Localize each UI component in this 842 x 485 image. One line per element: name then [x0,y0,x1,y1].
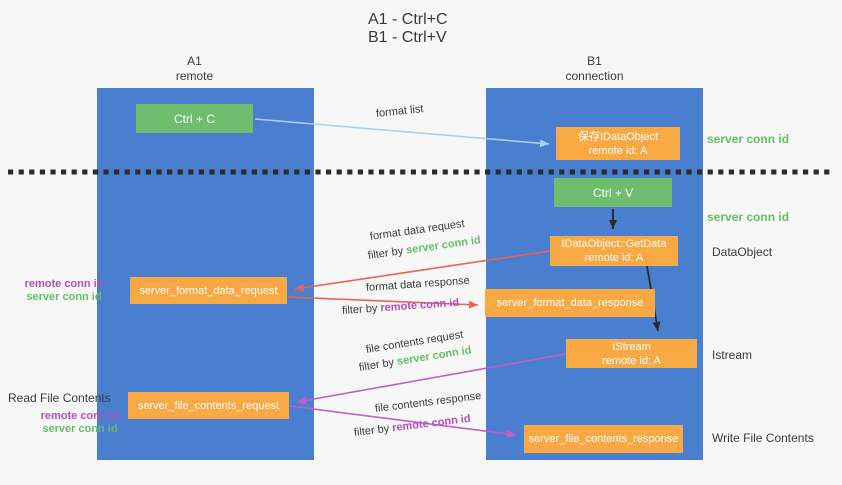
lifeline-header-a1: A1 remote [86,54,303,84]
istream-line2: remote id: A [602,354,661,367]
server-file-contents-response-node: server_file_contents_response [524,425,683,453]
conn-id-pair-bottom: remote conn id server conn id [28,410,132,436]
lifeline-b1-role: connection [565,69,624,83]
server-format-data-request-label: server_format_data_request [139,284,278,297]
istream-annotation: Istream [712,348,753,362]
ctrl-c-node: Ctrl + C [136,104,253,133]
getdata-line2: remote id: A [584,252,644,264]
server-file-contents-request-node: server_file_contents_request [128,392,289,419]
getdata-node: IDataObject::GetData remote id: A [550,236,678,266]
ctrl-v-node: Ctrl + V [554,178,672,207]
arrow-format-list [254,118,550,148]
server-format-data-response-label: server_format_data_response [496,297,644,309]
server-file-contents-response-label: server_file_contents_response [528,433,679,445]
getdata-line1: IDataObject::GetData [561,238,667,250]
read-file-contents-annotation: Read File Contents [8,391,111,405]
dataobject-annotation: DataObject [712,245,773,259]
server-conn-id-annotation: server conn id [42,423,118,435]
arrow-file-contents-request [296,353,567,405]
server-conn-id-annotation: server conn id [26,291,102,303]
istream-line1: IStream [612,340,651,353]
istream-node: IStream remote id: A [566,339,697,368]
ctrl-v-label: Ctrl + V [592,185,634,200]
arrow-file-contents-response [289,405,517,438]
save-dataobject-line2: remote id: A [588,144,648,157]
ctrl-c-label: Ctrl + C [173,111,215,126]
server-conn-id-annotation-top: server conn id [707,132,790,146]
diagram-title: A1 - Ctrl+C B1 - Ctrl+V [368,11,448,47]
remote-conn-id-annotation: remote conn id [40,410,120,422]
arrow-format-data-response [287,296,479,309]
lifeline-a1-name: A1 [187,54,202,68]
remote-conn-id-annotation: remote conn id [24,278,104,290]
server-format-data-response-node: server_format_data_response [485,289,655,317]
write-file-contents-annotation: Write File Contents [712,431,814,445]
save-dataobject-node: 保存IDataObject remote id: A [556,127,680,160]
lifeline-b1-name: B1 [587,54,602,68]
filter-by-text: filter by [341,302,378,317]
server-file-contents-request-label: server_file_contents_request [137,399,280,412]
server-format-data-request-node: server_format_data_request [130,277,287,304]
title-line-1: A1 - Ctrl+C [368,11,448,28]
save-dataobject-line1: 保存IDataObject [577,130,659,143]
conn-id-pair-top: remote conn id server conn id [12,278,116,304]
server-conn-id-annotation-mid: server conn id [707,210,790,224]
title-line-2: B1 - Ctrl+V [368,29,447,46]
arrow-format-data-request [294,250,551,292]
lifeline-a1-role: remote [175,69,214,83]
lifeline-header-b1: B1 connection [486,54,703,84]
